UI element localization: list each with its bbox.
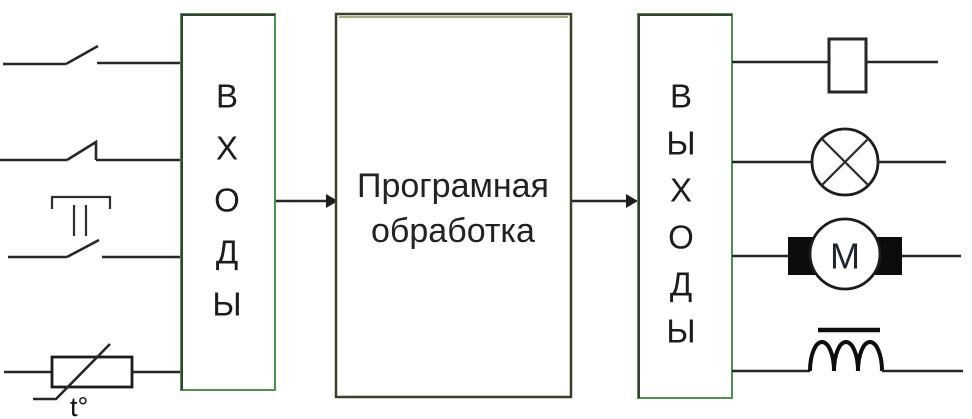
outputs-box-letter: Д: [670, 266, 692, 303]
outputs-box: В Ы Х О Д Ы: [637, 13, 733, 399]
input-line-3: [8, 195, 181, 259]
switch-blade: [66, 238, 100, 259]
outputs-box-letter: Ы: [666, 125, 695, 162]
switch-blade: [65, 44, 99, 66]
output-line-4: [732, 327, 963, 373]
arrow-head: [626, 194, 638, 208]
inductor-icon: [808, 327, 884, 372]
process-box: Програмная обработка: [334, 12, 573, 399]
arrow-right-icon: [572, 194, 638, 208]
relay-coil-body: [827, 37, 868, 94]
inputs-box-letter: Ы: [212, 286, 241, 323]
switch-nc-icon: [66, 139, 98, 162]
input-line-4: t°: [4, 343, 181, 419]
motor-label: М: [830, 236, 860, 277]
process-box-rect: [334, 12, 573, 399]
relay-coil-icon: [827, 37, 868, 94]
motor-icon: М: [788, 217, 902, 291]
output-line-1: [732, 37, 938, 94]
thermistor-icon: t°: [33, 343, 134, 419]
outputs-box-letter: Ы: [666, 313, 695, 350]
outputs-box-letter: В: [670, 78, 692, 115]
switch-no-icon: [65, 44, 99, 66]
inputs-box-shadow-edge: [181, 14, 275, 390]
pushbutton-cap: [50, 195, 112, 209]
outputs-box-rect: [637, 13, 733, 399]
input-line-1: [3, 44, 181, 66]
thermistor-strike: [33, 343, 111, 401]
inputs-box-letter: В: [216, 78, 238, 115]
inputs-box-letter: Х: [216, 130, 238, 167]
outputs-box-letter: Х: [670, 172, 692, 209]
outputs-box-shadow-edge: [638, 14, 732, 398]
inductor-windings: [808, 340, 884, 372]
inputs-box-letter: О: [214, 182, 240, 219]
input-line-2: [0, 139, 181, 162]
switch-blade: [66, 139, 98, 162]
lamp-icon: [810, 127, 880, 197]
process-box-label-line2: обработка: [371, 212, 535, 250]
arrow-right-icon: [276, 194, 338, 208]
pushbutton-icon: [50, 195, 112, 259]
motor-body: [808, 217, 882, 291]
outputs-box-letter: О: [668, 219, 694, 256]
output-line-3: М: [732, 217, 961, 291]
arrow-head: [326, 194, 338, 208]
thermistor-label: t°: [70, 392, 88, 419]
inputs-box-rect: [180, 13, 276, 391]
output-line-2: [732, 127, 946, 197]
inputs-box: В Х О Д Ы: [180, 13, 276, 391]
process-box-label-line1: Програмная: [357, 167, 549, 205]
inputs-box-letter: Д: [216, 234, 238, 271]
lamp-cross: [820, 137, 870, 187]
